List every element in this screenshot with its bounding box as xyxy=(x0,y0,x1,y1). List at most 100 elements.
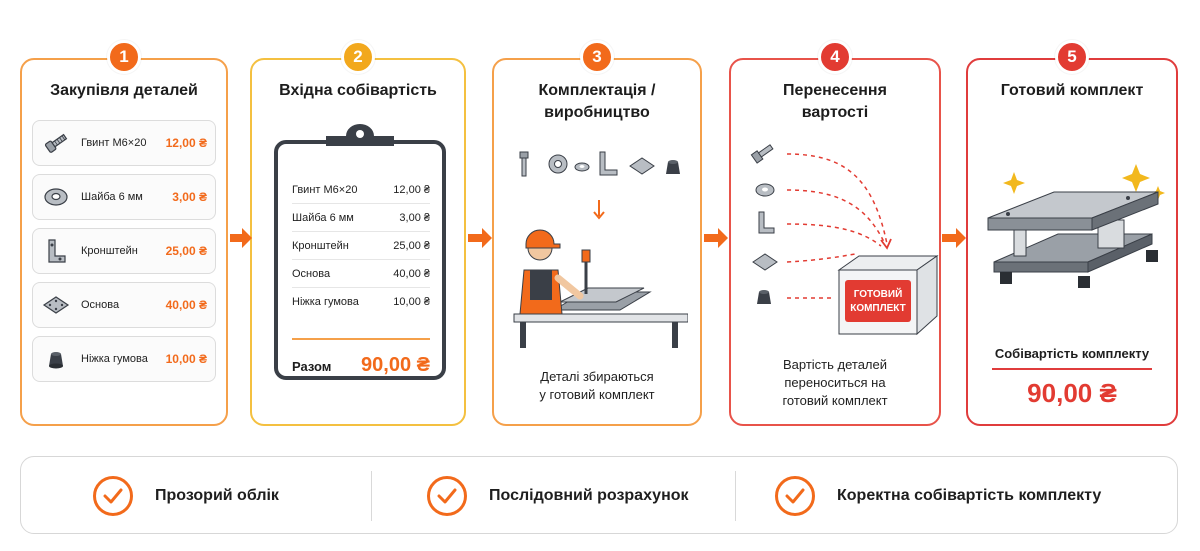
total-value: 90,00 ₴ xyxy=(361,354,430,376)
list-item: Гвинт М6×20 12,00 ₴ xyxy=(32,120,216,166)
screw-icon xyxy=(41,128,71,158)
row-name: Кронштейн xyxy=(292,239,349,252)
step-4-badge: 4 xyxy=(818,40,852,74)
step-4-caption-line3: готовий комплект xyxy=(782,393,888,408)
benefit-item: Прозорий облік xyxy=(93,457,279,535)
step-3-caption-line2: у готовий комплект xyxy=(539,387,655,402)
part-price: 40,00 ₴ xyxy=(165,298,207,312)
step-1-card: 1 Закупівля деталей Гвинт М6×20 12,00 ₴ … xyxy=(20,40,228,426)
list-item: Кронштейн 25,00 ₴ xyxy=(32,228,216,274)
benefit-label: Прозорий облік xyxy=(155,487,279,504)
arrow-right-icon xyxy=(468,228,492,248)
box-icon xyxy=(837,255,939,336)
clipboard-rows: Гвинт М6×20 12,00 ₴ Шайба 6 мм 3,00 ₴ Крон… xyxy=(292,176,430,316)
part-name: Гвинт М6×20 xyxy=(81,137,147,149)
box-label: ГОТОВИЙ КОМПЛЕКТ xyxy=(845,288,911,316)
kit-cost-divider xyxy=(992,368,1152,370)
step-3-card: 3 Комплектація / виробництво Деталі збир… xyxy=(492,40,702,426)
arrow-right-icon xyxy=(704,228,728,248)
list-item: Основа 40,00 ₴ xyxy=(32,282,216,328)
arrow-down-icon xyxy=(880,238,892,250)
washer-icon xyxy=(755,183,775,197)
row-name: Гвинт М6×20 xyxy=(292,183,358,196)
table-row: Шайба 6 мм 3,00 ₴ xyxy=(292,204,430,232)
screw-icon xyxy=(519,151,529,177)
benefits-strip: Прозорий облік Послідовний розрахунок Ко… xyxy=(20,456,1178,534)
step-4-title-line1: Перенесення xyxy=(783,82,887,99)
rubber-foot-icon xyxy=(757,290,771,304)
list-item: Ніжка гумова 10,00 ₴ xyxy=(32,336,216,382)
part-name: Ніжка гумова xyxy=(81,353,148,365)
step-3-title: Комплектація / виробництво xyxy=(538,82,656,121)
table-row: Основа 40,00 ₴ xyxy=(292,260,430,288)
finished-kit-illustration xyxy=(987,164,1165,288)
bracket-icon xyxy=(599,151,618,176)
kit-cost-label: Собівартість комплекту xyxy=(994,346,1150,361)
list-item: Шайба 6 мм 3,00 ₴ xyxy=(32,174,216,220)
arrow-right-icon xyxy=(942,228,966,248)
step-4-caption-line2: переноситься на xyxy=(784,375,886,390)
bracket-icon xyxy=(758,211,775,234)
step-2-card: 2 Вхідна собівартість Гвинт М6×20 12,00 ₴… xyxy=(250,40,466,426)
base-plate-icon xyxy=(41,290,71,320)
step-5-title: Готовий комплект xyxy=(1000,82,1144,99)
row-price: 3,00 ₴ xyxy=(399,211,430,224)
washer-icon xyxy=(41,182,71,212)
step-5-badge: 5 xyxy=(1055,40,1089,74)
arrow-right-icon xyxy=(230,228,252,248)
divider xyxy=(735,471,736,521)
check-circle-icon xyxy=(775,476,815,516)
bracket-icon xyxy=(41,236,71,266)
transfer-dashed-lines xyxy=(786,153,888,299)
rubber-foot-icon xyxy=(666,160,680,174)
parts-row-icons xyxy=(519,151,680,177)
part-name: Шайба 6 мм xyxy=(81,191,143,203)
part-price: 3,00 ₴ xyxy=(172,190,207,204)
clipboard-total: Разом 90,00 ₴ xyxy=(292,338,430,377)
row-name: Основа xyxy=(292,267,331,280)
box-label-line2: КОМПЛЕКТ xyxy=(850,303,906,314)
clipboard: Гвинт М6×20 12,00 ₴ Шайба 6 мм 3,00 ₴ Крон… xyxy=(274,140,446,380)
row-price: 10,00 ₴ xyxy=(393,296,430,308)
cost-transfer-illustration xyxy=(750,144,939,336)
part-name: Основа xyxy=(81,299,120,311)
benefit-item: Послідовний розрахунок xyxy=(427,457,689,535)
step-4-title-line2: вартості xyxy=(801,104,869,121)
table-row: Гвинт М6×20 12,00 ₴ xyxy=(292,176,430,204)
total-label: Разом xyxy=(292,359,332,374)
step-2-title: Вхідна собівартість xyxy=(279,82,437,99)
part-name: Кронштейн xyxy=(81,245,138,257)
step-1-title: Закупівля деталей xyxy=(50,82,198,99)
base-plate-icon xyxy=(629,157,655,175)
parts-list: Гвинт М6×20 12,00 ₴ Шайба 6 мм 3,00 ₴ Кр… xyxy=(32,120,216,390)
washer-icon xyxy=(548,154,568,174)
row-price: 25,00 ₴ xyxy=(393,239,430,252)
benefit-label: Послідовний розрахунок xyxy=(489,487,689,504)
arrow-down-icon xyxy=(593,200,605,220)
clipboard-clip-icon xyxy=(326,124,394,146)
check-circle-icon xyxy=(427,476,467,516)
step-4-card: 4 Перенесення вартості ГОТОВИЙ КОМПЛЕКТ … xyxy=(729,40,941,426)
screw-icon xyxy=(750,144,774,164)
step-2-badge: 2 xyxy=(341,40,375,74)
part-price: 25,00 ₴ xyxy=(165,244,207,258)
divider xyxy=(371,471,372,521)
benefit-item: Коректна собівартість комплекту xyxy=(775,457,1101,535)
kit-cost-value: 90,00 ₴ xyxy=(1027,378,1117,408)
base-plate-icon xyxy=(752,253,778,271)
benefit-label: Коректна собівартість комплекту xyxy=(837,487,1102,504)
step-4-caption-line1: Вартість деталей xyxy=(782,357,888,372)
step-3-badge: 3 xyxy=(580,40,614,74)
row-price: 12,00 ₴ xyxy=(393,183,430,196)
box-label-line1: ГОТОВИЙ xyxy=(853,289,903,300)
rubber-foot-icon xyxy=(41,344,71,374)
worker-assembly-illustration xyxy=(513,229,688,348)
step-3-caption-line1: Деталі збираються xyxy=(540,369,654,384)
step-1-badge: 1 xyxy=(107,40,141,74)
part-price: 12,00 ₴ xyxy=(165,136,207,150)
row-price: 40,00 ₴ xyxy=(393,267,430,280)
row-name: Шайба 6 мм xyxy=(292,211,354,224)
step-5-card: 5 Готовий комплект Собівартість комплект… xyxy=(966,40,1178,426)
washer-icon xyxy=(574,162,590,172)
